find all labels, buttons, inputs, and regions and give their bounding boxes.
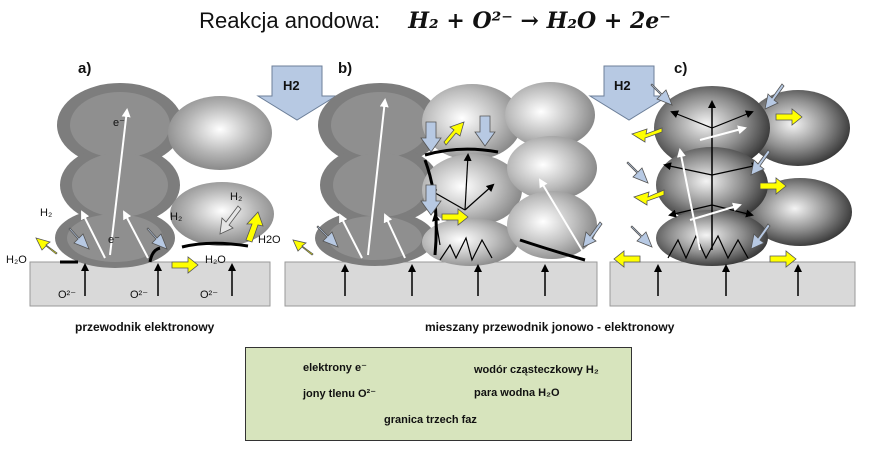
panel-letter-a: a) <box>78 60 92 77</box>
label-electron: e⁻ <box>113 117 125 129</box>
svg-text:e⁻: e⁻ <box>108 234 120 246</box>
panel-c <box>609 83 856 307</box>
reaction-equation: H₂ + O²⁻ → H₂O + 2e⁻ <box>408 8 671 34</box>
svg-text:H₂O: H₂O <box>205 254 226 266</box>
panel-letter-c: c) <box>674 60 688 77</box>
svg-text:H₂: H₂ <box>170 211 182 223</box>
h2-arrow <box>68 227 90 250</box>
legend-electrons: elektrony e⁻ <box>303 362 367 374</box>
svg-text:O²⁻: O²⁻ <box>130 289 148 301</box>
legend-tpb: granica trzech faz <box>384 414 477 426</box>
label-h2o: H₂O <box>6 254 27 266</box>
svg-text:O²⁻: O²⁻ <box>200 289 218 301</box>
caption-electronic: przewodnik elektronowy <box>75 320 215 334</box>
title-label: Reakcja anodowa: <box>199 8 381 33</box>
label-oxide-ion: O²⁻ <box>58 289 76 301</box>
caption-mixed: mieszany przewodnik jonowo - elektronowy <box>425 320 675 334</box>
svg-text:H₂: H₂ <box>230 191 242 203</box>
h2o-arrow <box>35 237 58 255</box>
panel-letter-b: b) <box>338 60 353 77</box>
electrolyte-b <box>284 261 598 307</box>
panel-b: H2O <box>258 82 603 307</box>
svg-text:H2: H2 <box>614 78 631 93</box>
grain-a-right-bottom <box>170 182 274 246</box>
h2-inlet-label: H2 <box>283 78 300 93</box>
svg-text:H2O: H2O <box>258 234 281 246</box>
h2-inlet-arrow-2: H2 <box>588 65 670 121</box>
label-h2: H₂ <box>40 207 52 219</box>
grain-a-right-top <box>168 96 272 170</box>
legend-water-vapor: para wodna H₂O <box>474 387 560 399</box>
panel-a: e⁻ e⁻ H₂ H₂ H₂ H₂O H₂O O²⁻ O²⁻ O²⁻ <box>6 83 274 307</box>
legend-oxide-ions: jony tlenu O²⁻ <box>303 388 377 400</box>
electrolyte-c <box>609 261 856 307</box>
legend-hydrogen: wodór cząsteczkowy H₂ <box>474 364 599 376</box>
title: Reakcja anodowa: H₂ + O²⁻ → H₂O + 2e⁻ <box>0 8 870 34</box>
h2-inlet-arrow-1: H2 <box>256 65 338 121</box>
electron-path-arrow <box>109 108 131 256</box>
legend <box>245 347 632 441</box>
